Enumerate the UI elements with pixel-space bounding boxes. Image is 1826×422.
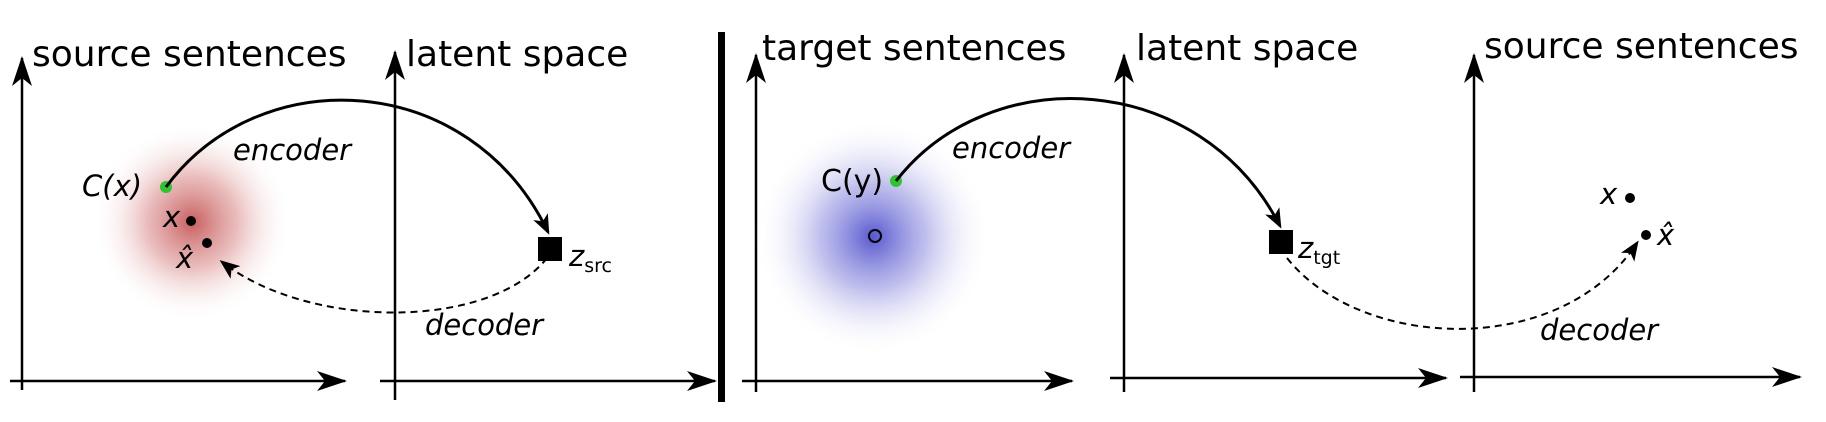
panel-target-sentences: target sentences C(y) (742, 28, 1074, 392)
original-label: x (162, 200, 181, 234)
latent-code-label: zsrc (568, 239, 612, 277)
latent-code-label: ztgt (1297, 231, 1340, 269)
panel-latent-space-right: latent space ztgt (1110, 28, 1448, 392)
original-point (1625, 193, 1635, 203)
panel-title: latent space (1136, 28, 1358, 69)
encoder-label: encoder (233, 133, 353, 167)
noise-region (755, 119, 991, 355)
encoder-arrow (164, 98, 550, 235)
decoder-arrow (219, 257, 548, 314)
panel-latent-space-left: latent space zsrc (380, 34, 717, 400)
decoder-arrow (1286, 240, 1639, 330)
reconstructed-label: x̂ (1656, 218, 1675, 252)
original-point (186, 216, 196, 226)
panel-title: target sentences (762, 28, 1066, 69)
corrupted-label: C(x) (82, 169, 142, 203)
encoder-label: encoder (952, 131, 1072, 165)
panel-source-sentences-right: source sentences x x̂ (1460, 26, 1802, 392)
panel-title: latent space (406, 34, 628, 75)
original-label: x (1599, 177, 1618, 211)
panel-title: source sentences (1484, 26, 1799, 67)
latent-code-marker (538, 237, 562, 261)
decoder-label: decoder (425, 308, 545, 342)
panel-source-sentences-left: source sentences C(x) x x̂ (10, 34, 347, 391)
panel-separator (718, 32, 725, 402)
encoder-arrow (894, 97, 1282, 229)
hidden-source-point (868, 229, 882, 243)
corrupted-label: C(y) (821, 164, 883, 199)
panel-title: source sentences (32, 34, 347, 75)
decoder-label: decoder (1540, 313, 1660, 347)
reconstructed-point (1641, 230, 1651, 240)
reconstructed-point (202, 238, 212, 248)
latent-code-marker (1269, 230, 1293, 254)
reconstructed-label: x̂ (175, 241, 194, 275)
